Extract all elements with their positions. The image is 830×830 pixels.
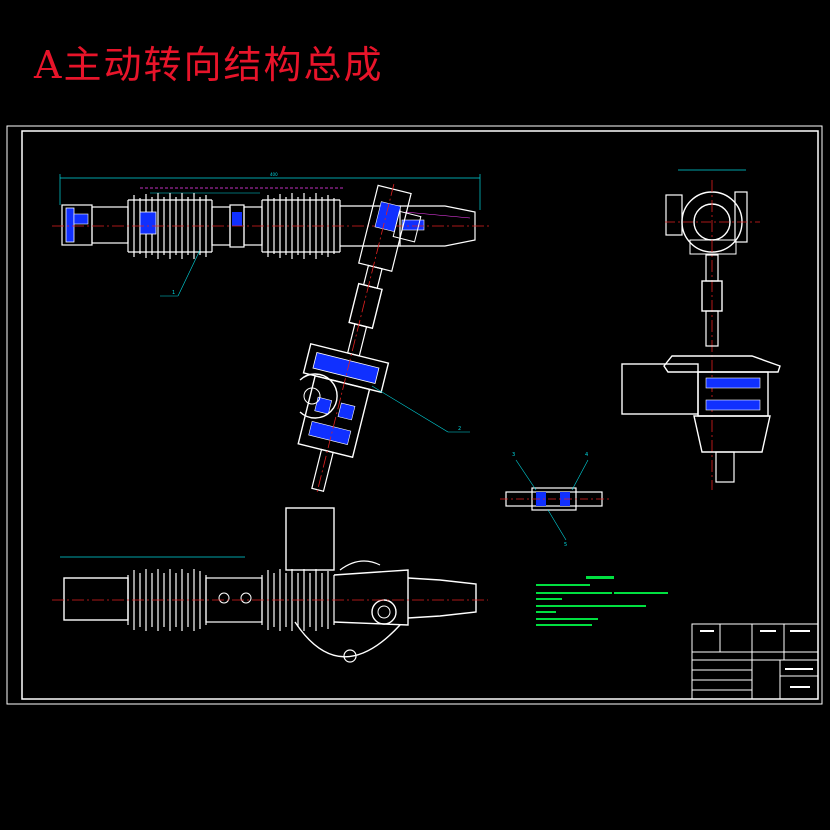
balloon-5: 5	[564, 542, 567, 548]
title-block	[691, 623, 819, 700]
inner-frame	[21, 130, 819, 700]
balloon-2: 2	[458, 426, 461, 432]
rack-top-view: 400 1	[52, 172, 490, 297]
column-section	[297, 184, 422, 495]
drawing-title: A主动转向结构总成	[34, 43, 384, 87]
svg-text:400: 400	[270, 172, 278, 177]
side-view	[621, 169, 781, 490]
balloon-4: 4	[585, 452, 588, 458]
technical-notes	[536, 576, 668, 626]
housing-arc	[299, 373, 338, 419]
balloon-1: 1	[172, 290, 175, 296]
balloon-3: 3	[512, 452, 515, 458]
rack-bottom-view	[52, 507, 488, 663]
shaft-detail: 3 4 5	[500, 452, 610, 548]
outer-frame	[6, 125, 823, 705]
